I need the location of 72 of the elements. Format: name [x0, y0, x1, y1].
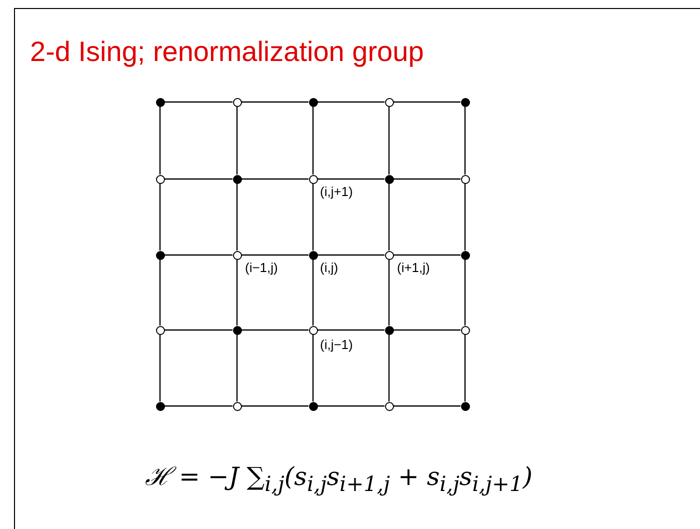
lattice-bond	[464, 334, 466, 402]
site-label: (i−1,j)	[245, 260, 278, 275]
lattice-site	[384, 250, 394, 260]
lattice-bond	[388, 334, 390, 402]
lattice-site	[156, 326, 164, 334]
lattice-site	[232, 326, 242, 334]
lattice-bond	[464, 260, 466, 326]
lattice-bond	[159, 184, 161, 250]
lattice-site	[308, 250, 318, 260]
lattice-bond	[164, 405, 232, 407]
lattice-bond	[236, 260, 238, 326]
lattice-bond	[236, 106, 238, 174]
site-label: (i,j+1)	[320, 184, 353, 199]
lattice-bond	[388, 106, 390, 174]
lattice-site	[384, 174, 394, 184]
lattice-site	[232, 98, 242, 106]
slide-title: 2-d Ising; renormalization group	[30, 36, 424, 68]
lattice-bond	[394, 329, 460, 331]
lattice-site	[384, 326, 394, 334]
lattice-bond	[164, 254, 232, 256]
hamiltonian-formula: ℋ = −J ∑$_{i,j}$(s$_{i,j}$s$_{i+1,j}$ + s$_{i,j}$s$_{i,j+1}$)	[145, 461, 532, 496]
lattice-bond	[242, 329, 308, 331]
lattice-bond	[242, 254, 308, 256]
lattice-bond	[164, 101, 232, 103]
lattice-bond	[164, 178, 232, 180]
lattice-bond	[464, 106, 466, 174]
lattice-site	[156, 402, 164, 410]
lattice-site	[460, 250, 470, 260]
lattice-bond	[318, 178, 384, 180]
lattice-bond	[312, 260, 314, 326]
site-label: (i,j−1)	[320, 337, 353, 352]
site-label: (i,j)	[320, 260, 338, 275]
lattice-site	[460, 98, 470, 106]
lattice-bond	[388, 260, 390, 326]
lattice-site	[156, 174, 164, 184]
lattice-bond	[242, 405, 308, 407]
lattice-bond	[464, 184, 466, 250]
lattice-bond	[242, 101, 308, 103]
lattice-bond	[318, 101, 384, 103]
site-label: (i+1,j)	[397, 260, 430, 275]
lattice-site	[460, 402, 470, 410]
lattice-bond	[236, 334, 238, 402]
lattice-bond	[312, 334, 314, 402]
lattice-bond	[236, 184, 238, 250]
lattice-site	[460, 326, 470, 334]
lattice-site	[156, 250, 164, 260]
lattice-bond	[388, 184, 390, 250]
lattice-site	[308, 326, 318, 334]
lattice-bond	[242, 178, 308, 180]
lattice-bond	[318, 254, 384, 256]
lattice-bond	[394, 178, 460, 180]
lattice-site	[460, 174, 470, 184]
lattice-bond	[318, 405, 384, 407]
lattice-site	[308, 402, 318, 410]
lattice-bond	[312, 184, 314, 250]
lattice-site	[232, 250, 242, 260]
lattice-site	[156, 98, 164, 106]
lattice-site	[384, 98, 394, 106]
lattice-bond	[312, 106, 314, 174]
lattice-bond	[164, 329, 232, 331]
lattice-bond	[394, 101, 460, 103]
lattice-bond	[394, 254, 460, 256]
lattice-site	[308, 98, 318, 106]
lattice-site	[308, 174, 318, 184]
lattice-site	[384, 402, 394, 410]
lattice-site	[232, 402, 242, 410]
lattice-bond	[318, 329, 384, 331]
lattice-bond	[159, 260, 161, 326]
lattice-bond	[159, 334, 161, 402]
lattice-bond	[159, 106, 161, 174]
lattice-bond	[394, 405, 460, 407]
lattice-site	[232, 174, 242, 184]
